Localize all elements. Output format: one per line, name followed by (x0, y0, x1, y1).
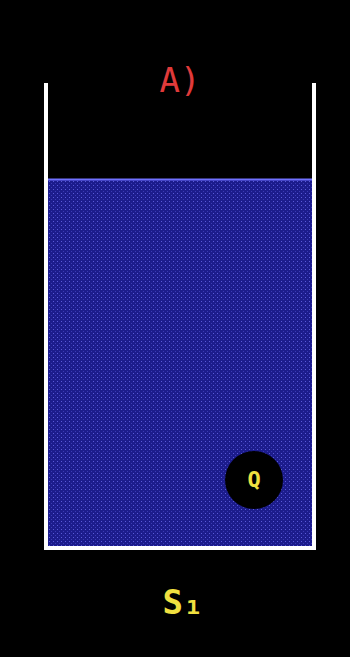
surface-label: S₁ (163, 585, 204, 619)
object-circle: Q (225, 451, 283, 509)
liquid-surface (48, 179, 312, 181)
liquid (48, 179, 312, 546)
object-label: Q (247, 469, 260, 491)
container-wall (46, 83, 314, 548)
part-label: A) (160, 63, 201, 97)
